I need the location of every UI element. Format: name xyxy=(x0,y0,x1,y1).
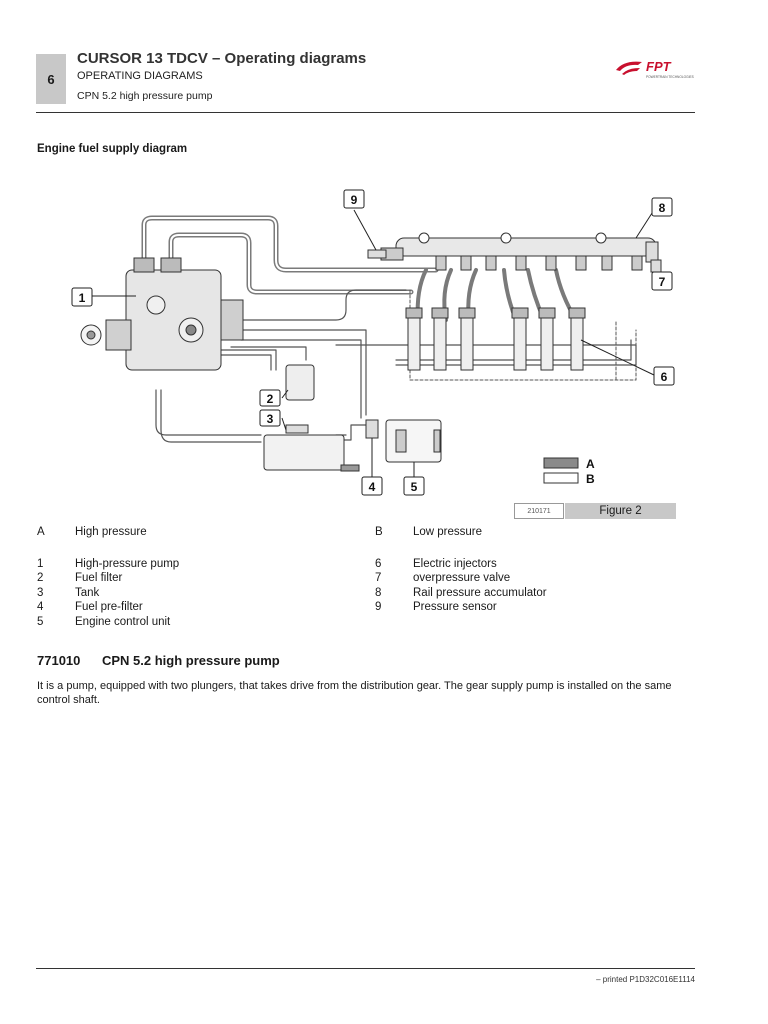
svg-text:3: 3 xyxy=(267,412,274,426)
svg-text:5: 5 xyxy=(411,480,418,494)
legend-key: A xyxy=(37,526,45,538)
figure-id: 210171 xyxy=(514,503,564,519)
pre-filter-drawing xyxy=(365,419,379,439)
pressure-sensor-drawing xyxy=(367,249,387,259)
page-number: 6 xyxy=(36,54,66,104)
callout-9 xyxy=(343,189,365,209)
pressure-legend-b: B Low pressure xyxy=(375,525,482,539)
callout-2 xyxy=(259,389,281,407)
chapter-subtitle: CPN 5.2 high pressure pump xyxy=(77,90,213,102)
chapter-title: OPERATING DIAGRAMS xyxy=(77,70,203,82)
legend-key-a: A xyxy=(586,457,595,471)
svg-text:8: 8 xyxy=(659,201,666,215)
fuel-supply-diagram: 1 2 3 4 5 6 7 8 9 A B xyxy=(71,189,675,496)
callout-4 xyxy=(361,476,383,496)
figure-label: Figure 2 xyxy=(565,503,676,519)
legend-swatch-b xyxy=(543,472,579,484)
callout-1 xyxy=(71,287,93,307)
legend-label: High pressure xyxy=(75,526,147,538)
fuel-filter-drawing xyxy=(285,364,315,401)
svg-text:1: 1 xyxy=(79,291,86,305)
footer-print-code: – printed P1D32C016E1114 xyxy=(596,975,695,984)
section-paragraph: It is a pump, equipped with two plungers… xyxy=(37,680,672,706)
section-number: 771010 xyxy=(37,653,81,668)
section-heading-title: CPN 5.2 high pressure pump xyxy=(102,653,280,668)
svg-text:4: 4 xyxy=(369,480,376,494)
callout-7 xyxy=(651,271,673,291)
tank-drawing xyxy=(263,424,360,472)
section-heading: 771010 CPN 5.2 high pressure pump xyxy=(37,653,280,668)
header-rule xyxy=(36,112,695,113)
rail-accumulator-drawing xyxy=(380,232,659,271)
overpressure-valve-drawing xyxy=(650,259,662,273)
svg-text:FPT: FPT xyxy=(646,59,672,74)
callout-5 xyxy=(403,476,425,496)
legend-label: Low pressure xyxy=(413,526,483,538)
document-title: CURSOR 13 TDCV – Operating diagrams xyxy=(77,50,367,67)
callout-8 xyxy=(651,197,673,217)
callout-6 xyxy=(653,366,675,386)
high-pressure-pump-drawing xyxy=(80,257,244,371)
ecu-drawing xyxy=(385,419,442,463)
fpt-logo: FPT POWERTRAIN TECHNOLOGIES xyxy=(616,59,694,79)
svg-text:7: 7 xyxy=(659,275,666,289)
svg-text:POWERTRAIN TECHNOLOGIES: POWERTRAIN TECHNOLOGIES xyxy=(646,75,694,79)
svg-text:9: 9 xyxy=(351,193,358,207)
legend-key-b: B xyxy=(586,472,595,486)
callout-3 xyxy=(259,409,281,427)
svg-text:6: 6 xyxy=(661,370,668,384)
pressure-legend-a: A High pressure xyxy=(37,525,147,539)
svg-text:2: 2 xyxy=(267,392,274,406)
footer-rule xyxy=(36,968,695,969)
low-pressure-lines xyxy=(155,289,637,443)
legend-key: B xyxy=(375,526,383,538)
injectors-drawing xyxy=(405,307,586,371)
legend-swatch-a xyxy=(543,457,579,469)
section-title: Engine fuel supply diagram xyxy=(37,143,188,155)
